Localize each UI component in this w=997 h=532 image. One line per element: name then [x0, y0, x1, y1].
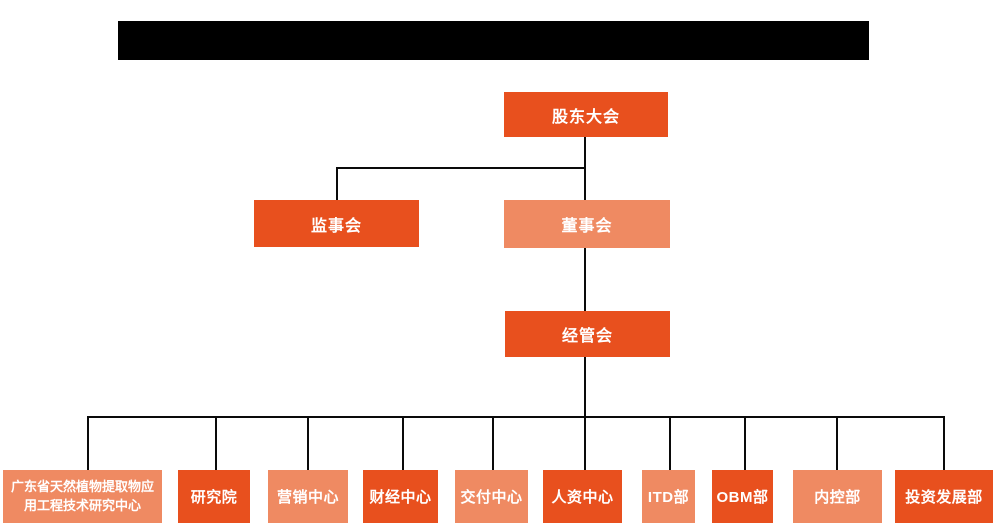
connector-to-dept-7 [669, 416, 671, 470]
connector-to-dept-5 [492, 416, 494, 470]
node-label: 投资发展部 [905, 489, 983, 506]
node-label: 监事会 [310, 217, 362, 235]
connector-to-dept-9 [836, 416, 838, 470]
node-board-of-directors: 董事会 [504, 200, 670, 248]
node-label: 营销中心 [276, 489, 339, 506]
node-shareholders-meeting: 股东大会 [504, 92, 668, 137]
node-dept-research-institute: 研究院 [178, 470, 250, 523]
connector-root-to-branch [584, 137, 586, 168]
node-label: 广东省天然植物提取物应用工程技术研究中心 [10, 478, 154, 513]
node-label: 经管会 [561, 328, 613, 345]
node-dept-delivery-center: 交付中心 [455, 470, 528, 523]
connector-to-dept-10 [943, 416, 945, 470]
connector-to-dept-2 [215, 416, 217, 470]
node-label: 财经中心 [369, 489, 432, 506]
connector-to-dept-1 [87, 416, 89, 470]
connector-board-to-management [584, 248, 586, 311]
node-supervisory-board: 监事会 [254, 200, 419, 247]
node-dept-research-center: 广东省天然植物提取物应用工程技术研究中心 [3, 470, 162, 523]
node-label: 研究院 [190, 489, 238, 506]
connector-branch-top [336, 167, 586, 169]
node-label: 人资中心 [551, 489, 614, 506]
node-label: 股东大会 [551, 108, 620, 126]
node-label: 交付中心 [460, 489, 523, 506]
connector-to-supervisory [336, 167, 338, 201]
redacted-title-bar [118, 21, 869, 60]
connector-to-dept-6 [584, 416, 586, 470]
connector-management-to-branch [584, 357, 586, 418]
node-dept-investment-development: 投资发展部 [895, 470, 993, 523]
node-label: OBM部 [716, 489, 769, 506]
connector-to-dept-3 [307, 416, 309, 470]
node-dept-finance-center: 财经中心 [363, 470, 438, 523]
connector-to-board [584, 167, 586, 201]
node-management-committee: 经管会 [505, 311, 670, 357]
node-label: ITD部 [647, 489, 690, 506]
node-label: 内控部 [814, 489, 861, 506]
node-dept-marketing-center: 营销中心 [268, 470, 348, 523]
node-dept-internal-control: 内控部 [793, 470, 882, 523]
node-label: 董事会 [561, 218, 613, 235]
node-dept-obm: OBM部 [712, 470, 773, 523]
connector-branch-bottom [87, 416, 945, 418]
connector-to-dept-4 [402, 416, 404, 470]
connector-to-dept-8 [744, 416, 746, 470]
node-dept-hr-center: 人资中心 [543, 470, 622, 523]
node-dept-itd: ITD部 [642, 470, 695, 523]
